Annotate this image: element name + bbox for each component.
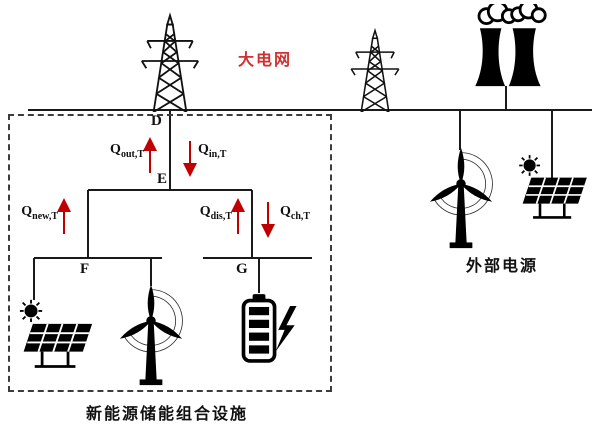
q-in-label: Qin,T [198, 142, 226, 160]
q-new-label: Qnew,T [4, 204, 58, 222]
flow-arrows [57, 137, 275, 238]
q-ch-label: Qch,T [280, 204, 310, 222]
q-out-subscript: out,T [120, 148, 144, 160]
q-in-symbol: Q [198, 142, 209, 157]
wind-turbine-icon [106, 283, 196, 387]
battery-icon [238, 291, 302, 365]
node-f-label: F [80, 261, 90, 277]
q-ch-subscript: ch,T [290, 210, 311, 222]
q-new-symbol: Q [21, 204, 33, 219]
q-dis-subscript: dis,T [210, 210, 232, 222]
transmission-tower-icon [336, 26, 414, 112]
node-d-label: D [151, 113, 162, 129]
facility-label: 新能源储能组合设施 [86, 406, 249, 423]
q-out-label: Qout,T [90, 142, 144, 160]
node-g-label: G [236, 261, 248, 277]
q-out-symbol: Q [110, 142, 121, 157]
solar-panel-icon [14, 298, 98, 372]
solar-panel-icon [514, 152, 592, 224]
transmission-tower-icon [124, 10, 216, 112]
q-ch-symbol: Q [280, 204, 291, 219]
q-new-subscript: new,T [32, 210, 58, 222]
power-plant-icon [460, 4, 554, 88]
grid-label: 大电网 [238, 52, 293, 69]
q-dis-label: Qdis,T [178, 204, 232, 222]
external-sources-label: 外部电源 [466, 258, 539, 275]
wind-turbine-icon [418, 146, 504, 250]
facility-boundary-box [8, 114, 332, 392]
node-e-label: E [157, 171, 168, 187]
q-dis-symbol: Q [199, 204, 211, 219]
bus-and-feeder-lines [28, 86, 592, 300]
q-in-subscript: in,T [208, 148, 227, 160]
lightning-bolt-icon [275, 306, 297, 352]
